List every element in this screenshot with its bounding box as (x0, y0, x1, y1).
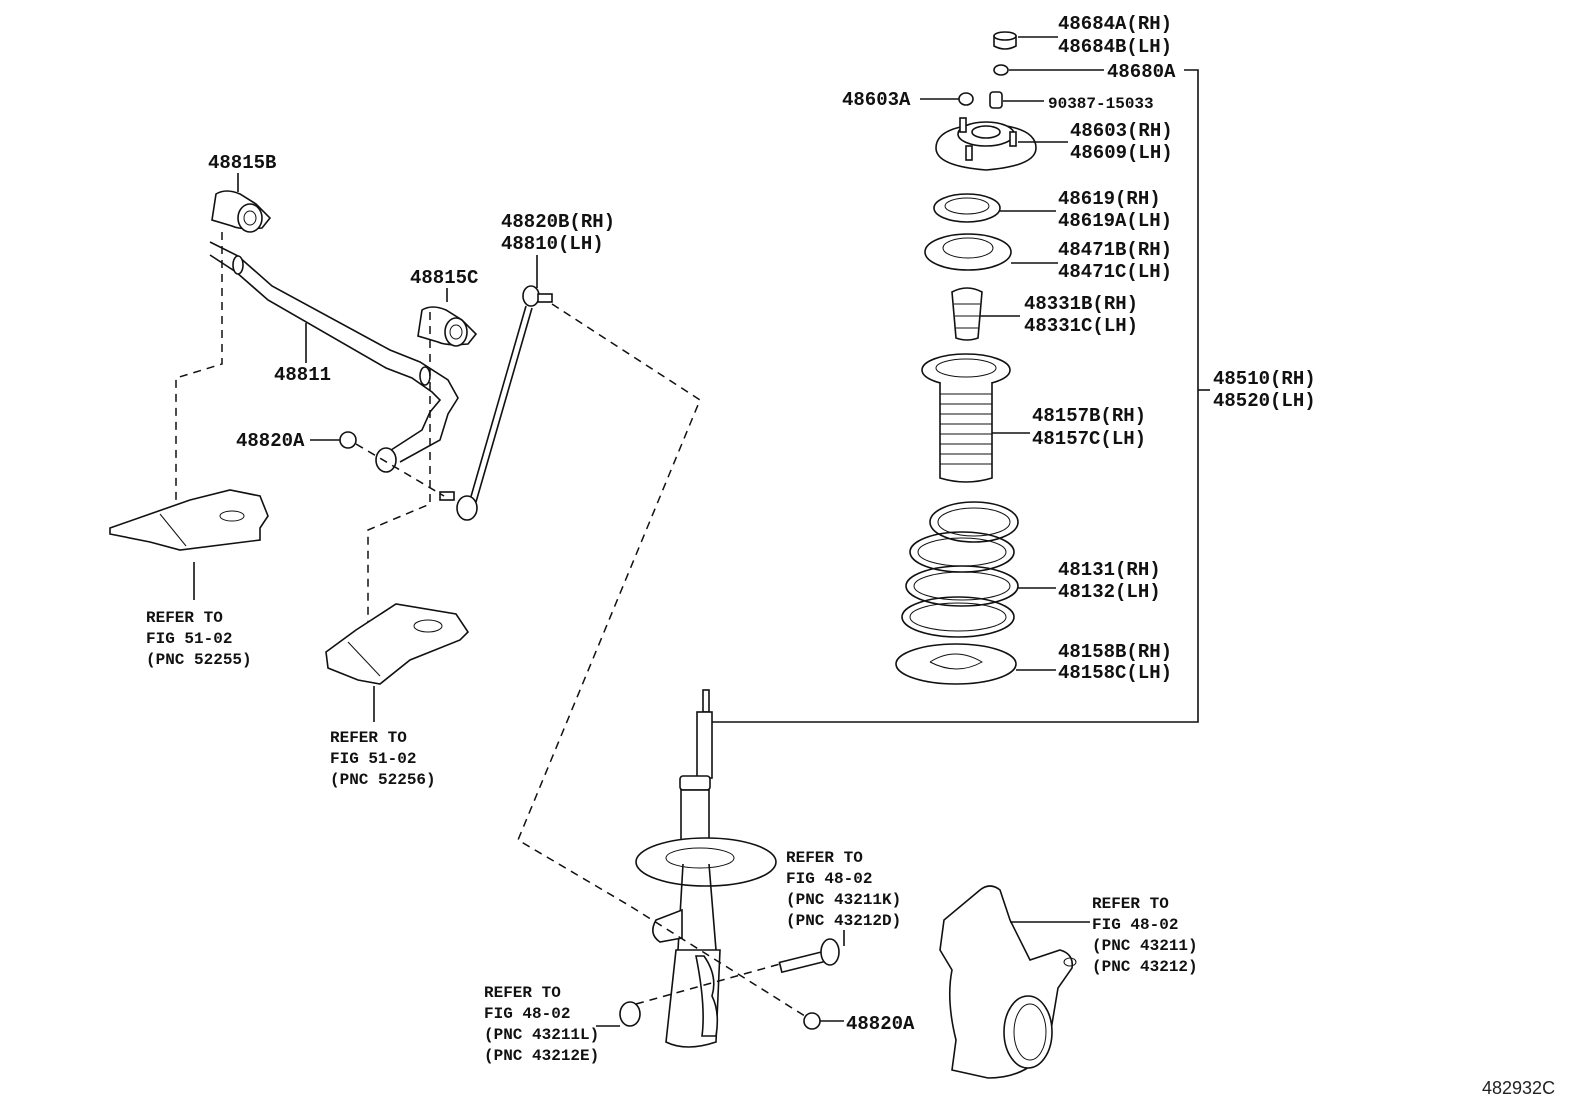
label-48619a[interactable]: 48619A(LH) (1058, 210, 1172, 232)
label-48820a-bottom[interactable]: 48820A (846, 1013, 915, 1035)
bracket-left-part[interactable] (109, 489, 269, 551)
ref-bracket-right-line2[interactable]: FIG 51-02 (330, 750, 416, 768)
label-48331c[interactable]: 48331C(LH) (1024, 315, 1138, 337)
assembly-dashed-lines (175, 232, 809, 1019)
ref-strut-nut-line4[interactable]: (PNC 43212E) (484, 1047, 599, 1065)
coil-spring-part[interactable] (901, 501, 1019, 638)
strut-bolt-part[interactable] (778, 938, 840, 974)
figure-code: 482932C (1482, 1078, 1555, 1098)
label-48820a-top[interactable]: 48820A (236, 430, 305, 452)
nut-48820a-top-part[interactable] (339, 431, 357, 449)
label-48815b[interactable]: 48815B (208, 152, 276, 174)
bump-stopper-part[interactable] (951, 287, 983, 341)
ref-knuckle-line2[interactable]: FIG 48-02 (1092, 916, 1178, 934)
label-48603a[interactable]: 48603A (842, 89, 911, 111)
stabilizer-bushing-left-part[interactable] (211, 190, 272, 233)
washer-48603a-part[interactable] (958, 92, 974, 106)
lower-insulator-part[interactable] (895, 643, 1017, 685)
ref-strut-nut-line3[interactable]: (PNC 43211L) (484, 1026, 599, 1044)
ref-strut-nut-line1: REFER TO (484, 984, 561, 1002)
strut-mount-part[interactable] (935, 117, 1037, 171)
bracket-right-part[interactable] (325, 603, 470, 685)
ref-strut-bolt-line3[interactable]: (PNC 43211K) (786, 891, 901, 909)
label-48820b[interactable]: 48820B(RH) (501, 211, 615, 233)
ref-bracket-right-line3[interactable]: (PNC 52256) (330, 771, 436, 789)
label-48157c[interactable]: 48157C(LH) (1032, 428, 1146, 450)
ref-strut-bolt-line2[interactable]: FIG 48-02 (786, 870, 872, 888)
label-48815c[interactable]: 48815C (410, 267, 478, 289)
strut-nut-part[interactable] (619, 1001, 641, 1027)
label-48520[interactable]: 48520(LH) (1213, 390, 1316, 412)
dust-cap-part[interactable] (993, 31, 1017, 50)
ref-knuckle-line1: REFER TO (1092, 895, 1169, 913)
shock-absorber-part[interactable] (635, 689, 777, 1048)
ref-bracket-left-line1: REFER TO (146, 609, 223, 627)
label-90387-15033[interactable]: 90387-15033 (1048, 95, 1154, 113)
label-48603[interactable]: 48603(RH) (1070, 120, 1173, 142)
label-48684a[interactable]: 48684A(RH) (1058, 13, 1172, 35)
label-48471b[interactable]: 48471B(RH) (1058, 239, 1172, 261)
label-48684b[interactable]: 48684B(LH) (1058, 36, 1172, 58)
ref-bracket-left-line2[interactable]: FIG 51-02 (146, 630, 232, 648)
label-48609[interactable]: 48609(LH) (1070, 142, 1173, 164)
label-48810[interactable]: 48810(LH) (501, 233, 604, 255)
label-48811[interactable]: 48811 (274, 364, 331, 386)
ref-bracket-right-line1: REFER TO (330, 729, 407, 747)
stabilizer-bar-part[interactable] (209, 241, 459, 473)
stabilizer-bushing-right-part[interactable] (417, 306, 478, 347)
assembly-bracket-line (712, 69, 1199, 723)
bearing-part[interactable] (933, 193, 1001, 223)
label-48131[interactable]: 48131(RH) (1058, 559, 1161, 581)
nut-48680a-part[interactable] (993, 64, 1009, 76)
label-48157b[interactable]: 48157B(RH) (1032, 405, 1146, 427)
collar-90387-part[interactable] (989, 91, 1003, 109)
ref-knuckle-line4[interactable]: (PNC 43212) (1092, 958, 1198, 976)
label-48158c[interactable]: 48158C(LH) (1058, 662, 1172, 684)
label-48619[interactable]: 48619(RH) (1058, 188, 1161, 210)
label-48471c[interactable]: 48471C(LH) (1058, 261, 1172, 283)
nut-48820a-bottom-part[interactable] (803, 1012, 821, 1030)
upper-spring-seat-part[interactable] (924, 233, 1012, 271)
label-48331b[interactable]: 48331B(RH) (1024, 293, 1138, 315)
stabilizer-link-part[interactable] (439, 285, 553, 521)
steering-knuckle-part[interactable] (939, 885, 1077, 1079)
label-48680a[interactable]: 48680A (1107, 61, 1176, 83)
ref-bracket-left-line3[interactable]: (PNC 52255) (146, 651, 252, 669)
ref-knuckle-line3[interactable]: (PNC 43211) (1092, 937, 1198, 955)
ref-strut-bolt-line1: REFER TO (786, 849, 863, 867)
label-48132[interactable]: 48132(LH) (1058, 581, 1161, 603)
ref-strut-nut-line2[interactable]: FIG 48-02 (484, 1005, 570, 1023)
ref-strut-bolt-line4[interactable]: (PNC 43212D) (786, 912, 901, 930)
dust-boot-part[interactable] (921, 353, 1011, 483)
label-48510[interactable]: 48510(RH) (1213, 368, 1316, 390)
label-48158b[interactable]: 48158B(RH) (1058, 641, 1172, 663)
